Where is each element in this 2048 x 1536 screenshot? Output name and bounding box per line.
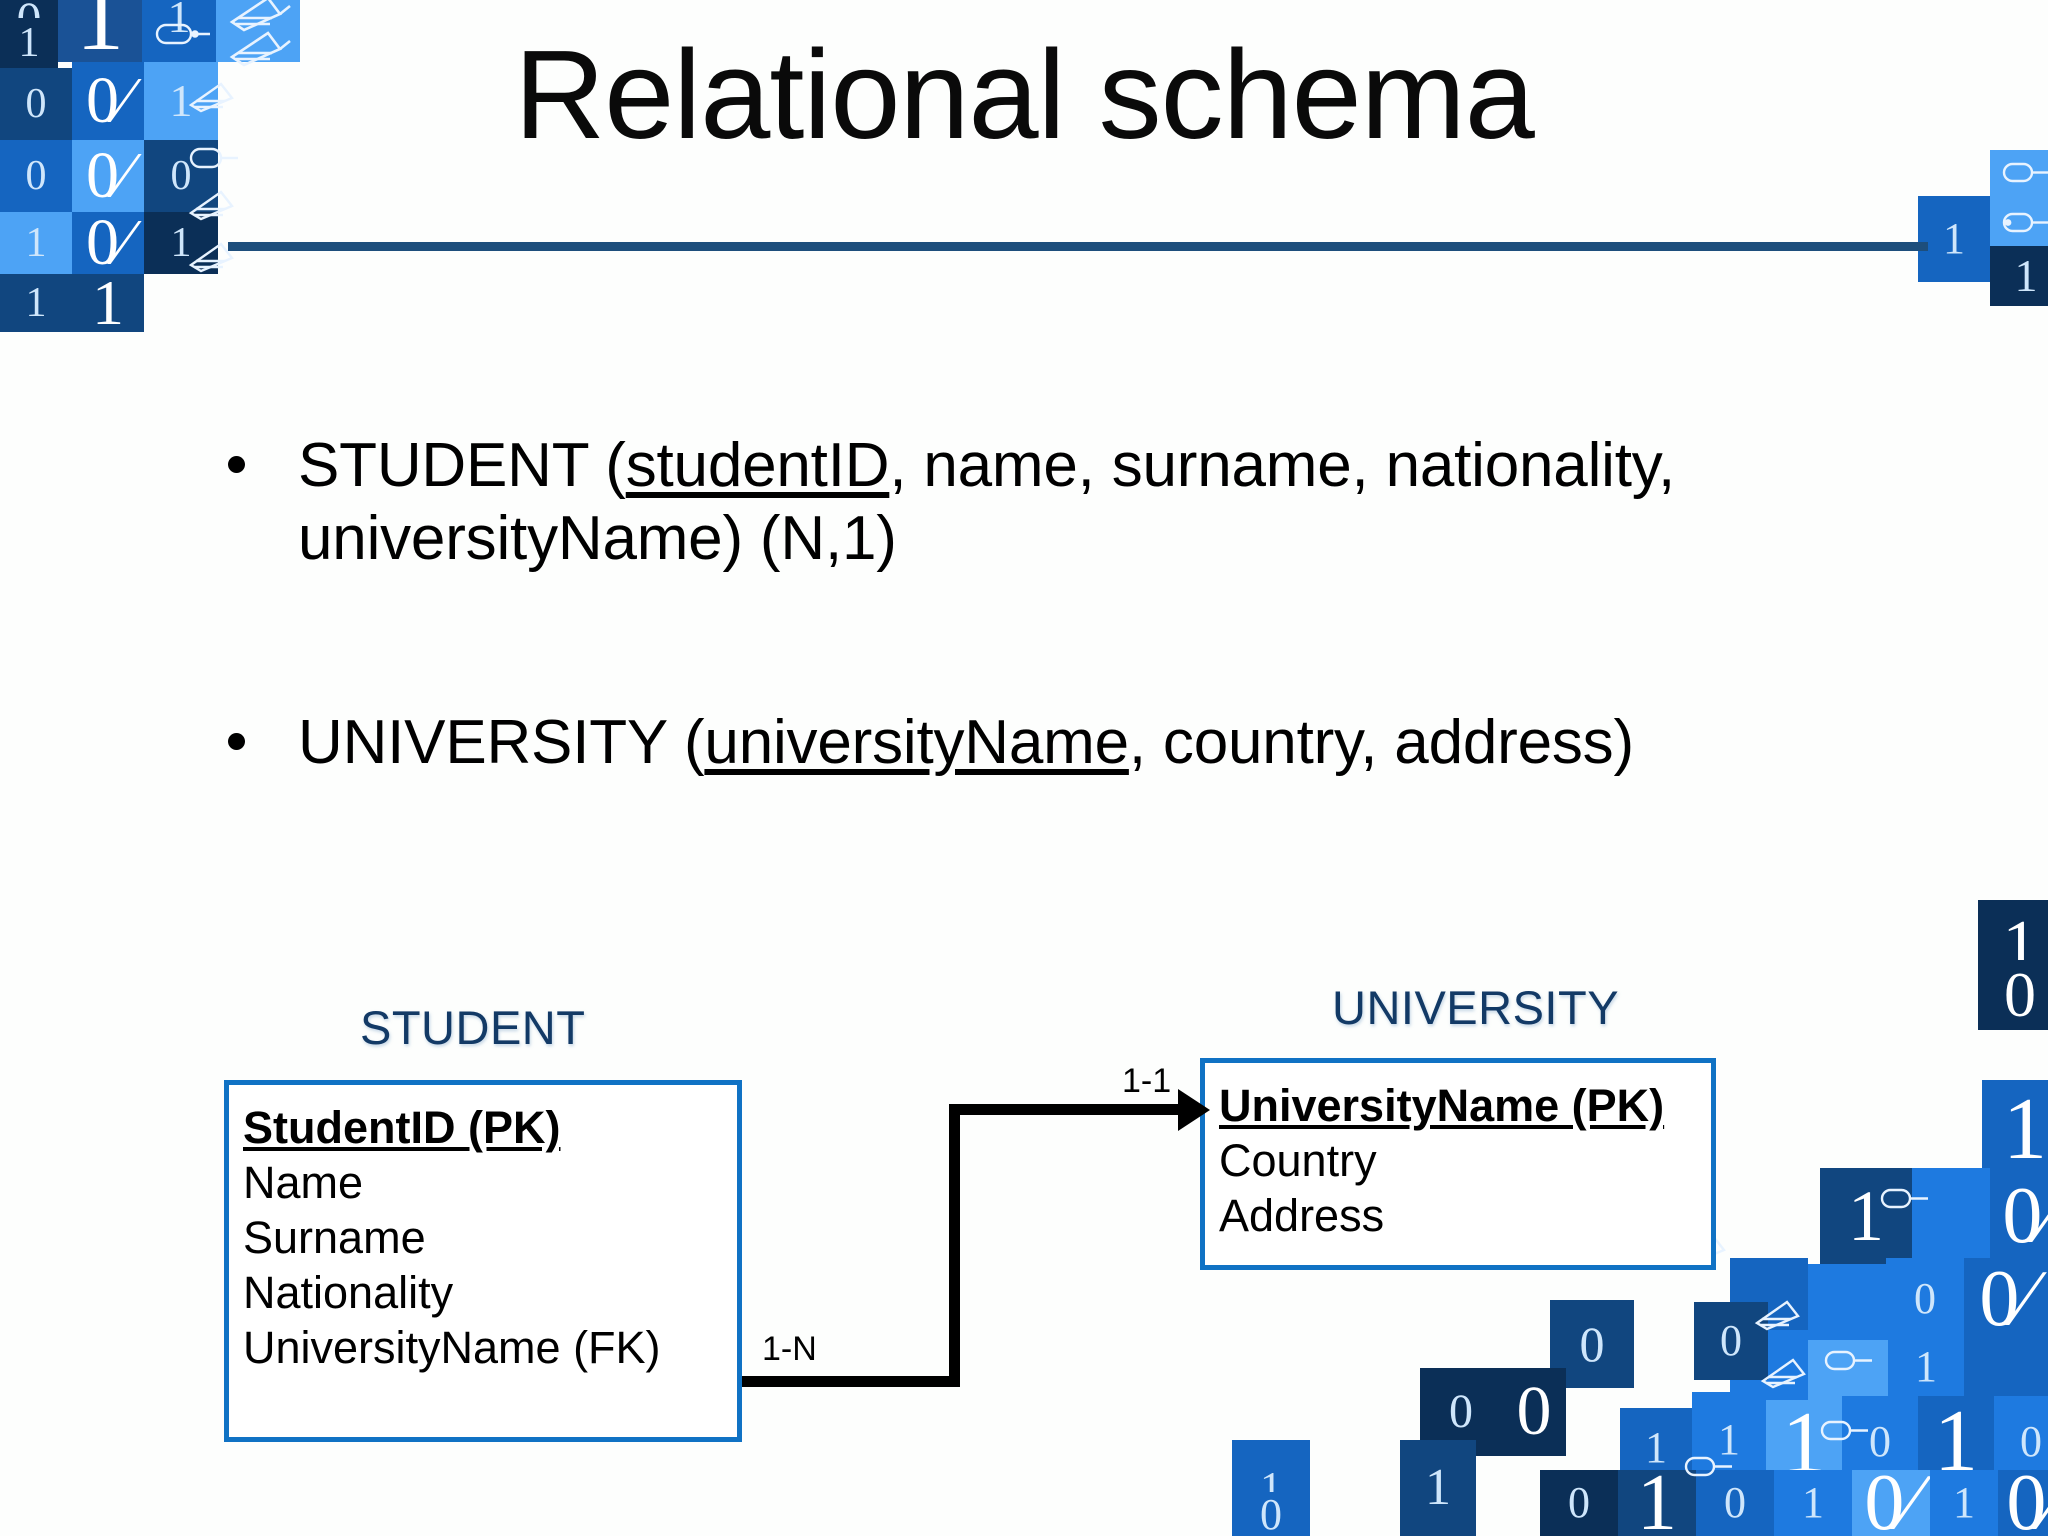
mosaic-tile — [1808, 1264, 1886, 1340]
mosaic-tile: 0 — [1502, 1368, 1566, 1456]
mosaic-tile: 0 — [0, 68, 72, 140]
bullet-item-university: UNIVERSITY (universityName, country, add… — [210, 707, 1910, 780]
mosaic-tile: 0⁄ — [1998, 1470, 2048, 1536]
mosaic-tile: 1 — [1774, 1470, 1852, 1536]
student-relation-key: studentID — [625, 431, 890, 500]
attribute-university-0: UniversityName (PK) — [1219, 1080, 1665, 1131]
relationship-connector-segment-v — [949, 1104, 960, 1387]
mosaic-tile: 0⁄ — [72, 62, 144, 140]
attribute-student-2: Surname — [243, 1211, 426, 1263]
mosaic-tile: 0 — [0, 140, 72, 212]
university-relation-key: universityName — [704, 708, 1129, 778]
mosaic-tile: 1 — [1990, 246, 2048, 306]
bullet-dot-icon — [228, 733, 245, 751]
entity-title-student: STUDENT — [360, 1001, 586, 1054]
university-relation-post: , country, address) — [1128, 708, 1634, 778]
attribute-university-2: Address — [1219, 1189, 1385, 1241]
mosaic-tile: 0 — [1978, 960, 2048, 1030]
bullet-dot-icon — [228, 456, 245, 473]
mosaic-tile: 0⁄ — [1852, 1470, 1930, 1536]
cardinality-label-source: 1-N — [762, 1330, 817, 1368]
bullet-item-student: STUDENT (studentID, name, surname, natio… — [210, 430, 1910, 575]
bullet-list: STUDENT (studentID, name, surname, natio… — [210, 430, 1910, 780]
mosaic-tile: 1 — [1982, 1080, 2048, 1180]
attribute-student-1: Name — [243, 1156, 364, 1208]
mosaic-tile: 1 — [1888, 1326, 1964, 1408]
student-relation-pre: STUDENT ( — [298, 431, 626, 500]
mosaic-tile — [1964, 1326, 2048, 1408]
mosaic-tile: 0 — [1696, 1470, 1774, 1536]
attribute-student-0: StudentID (PK) — [243, 1102, 561, 1153]
mosaic-tile: 1 — [0, 212, 72, 274]
entity-box-university: UniversityName (PK) Country Address — [1200, 1058, 1716, 1270]
cardinality-label-target: 1-1 — [1122, 1062, 1172, 1100]
title-divider — [228, 242, 1928, 251]
attribute-student-4: UniversityName (FK) — [243, 1321, 661, 1373]
mosaic-tile: 0⁄ — [72, 140, 144, 212]
mosaic-tile: 1 — [1930, 1470, 1998, 1536]
attribute-student-3: Nationality — [243, 1266, 454, 1318]
mosaic-tile — [1912, 1168, 1990, 1264]
mosaic-tile: 1 — [0, 274, 72, 332]
relationship-arrow-head-icon — [1178, 1089, 1210, 1131]
mosaic-tile: 1 — [0, 18, 58, 68]
mosaic-tile: 1 — [1918, 196, 1990, 282]
entity-title-university: UNIVERSITY — [1332, 981, 1620, 1034]
relationship-connector-segment-h1 — [742, 1376, 960, 1387]
mosaic-tile: 0⁄ — [72, 212, 144, 274]
mosaic-tile: 1 — [1618, 1470, 1696, 1536]
entity-box-student: StudentID (PK) Name Surname Nationality … — [224, 1080, 742, 1442]
mosaic-tile: 0⁄ — [1990, 1168, 2048, 1264]
mosaic-tile: 1 — [1820, 1168, 1912, 1264]
mosaic-tile: 0 — [1540, 1470, 1618, 1536]
attribute-university-1: Country — [1219, 1134, 1377, 1186]
relationship-connector-segment-h2 — [949, 1104, 1187, 1115]
mosaic-tile: 1 — [1400, 1440, 1476, 1536]
mosaic-tile: 0 — [1232, 1492, 1310, 1536]
page-title: Relational schema — [514, 24, 1535, 165]
student-relation-post: , name, surname, nationality, university… — [298, 431, 1675, 573]
mosaic-tile: 1 — [58, 0, 142, 62]
mosaic-tile: 1 — [72, 274, 144, 332]
university-relation-pre: UNIVERSITY ( — [298, 708, 705, 778]
